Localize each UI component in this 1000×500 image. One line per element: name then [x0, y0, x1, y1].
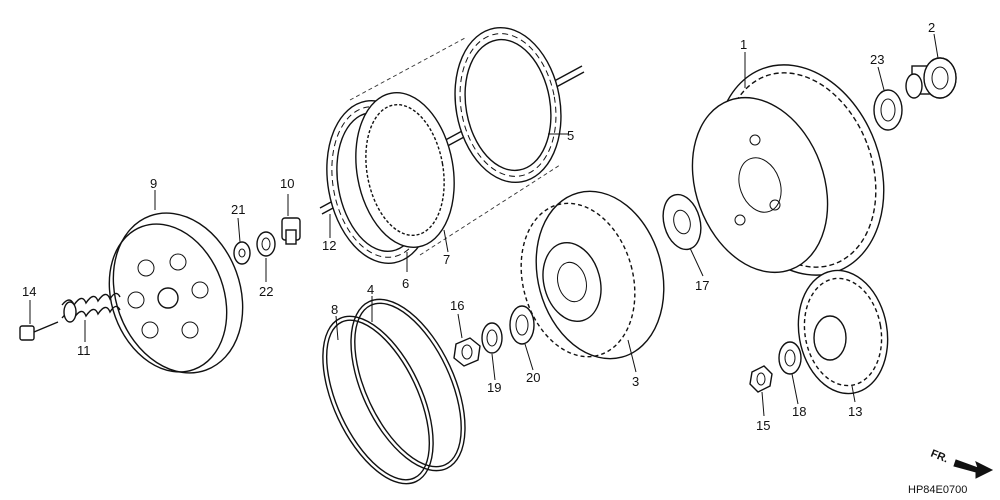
washer-21-part [233, 241, 251, 265]
bolt-part [19, 321, 59, 341]
callout-23: 23 [870, 52, 884, 67]
needle-bearing-23-part [873, 89, 903, 131]
nut-16-part [453, 337, 481, 367]
o-ring-8-part [322, 315, 434, 485]
primary-gear-13-part [797, 269, 889, 395]
callout-7: 7 [443, 252, 450, 267]
diagram-code: HP84E0700 [908, 484, 967, 496]
plate-stack-guides [349, 37, 561, 256]
friction-disk-5-part [454, 26, 562, 184]
callout-16: 16 [450, 298, 464, 313]
callout-18: 18 [792, 404, 806, 419]
o-ring-4-part [350, 298, 466, 472]
clutch-spring-part [61, 292, 121, 323]
callout-3: 3 [632, 374, 639, 389]
callout-13: 13 [848, 404, 862, 419]
callout-labels: 1 2 3 4 5 6 7 8 9 10 11 12 13 14 15 16 1… [22, 20, 935, 433]
bushing-2-part [905, 57, 957, 99]
callout-6: 6 [402, 276, 409, 291]
callout-9: 9 [150, 176, 157, 191]
callout-11: 11 [77, 343, 91, 358]
pressure-plate-part [108, 212, 244, 374]
callout-12: 12 [322, 238, 336, 253]
clutch-outer-part [691, 64, 885, 276]
callout-15: 15 [756, 418, 770, 433]
front-marker-label: FR. [929, 448, 950, 466]
callout-20: 20 [526, 370, 540, 385]
washer-18-part [778, 341, 802, 375]
leader-lines [29, 33, 939, 417]
bearing-22-part [256, 231, 276, 257]
callout-1: 1 [740, 37, 747, 52]
clutch-center-part [520, 190, 665, 360]
callout-22: 22 [259, 284, 273, 299]
callout-14: 14 [22, 284, 36, 299]
callout-19: 19 [487, 380, 501, 395]
lifter-piece-part [281, 217, 301, 245]
callout-5: 5 [567, 128, 574, 143]
callout-21: 21 [231, 202, 245, 217]
nut-15-part [749, 365, 773, 393]
washer-19-part [481, 322, 503, 354]
lock-washer-20-part [509, 305, 535, 345]
callout-4: 4 [367, 282, 374, 297]
front-arrow-icon [953, 459, 994, 479]
callout-10: 10 [280, 176, 294, 191]
clutch-plate-7-part [355, 92, 455, 248]
callout-8: 8 [331, 302, 338, 317]
front-direction-marker: FR. [929, 448, 994, 479]
callout-17: 17 [695, 278, 709, 293]
callout-2: 2 [928, 20, 935, 35]
thrust-washer-17-part [662, 193, 702, 251]
